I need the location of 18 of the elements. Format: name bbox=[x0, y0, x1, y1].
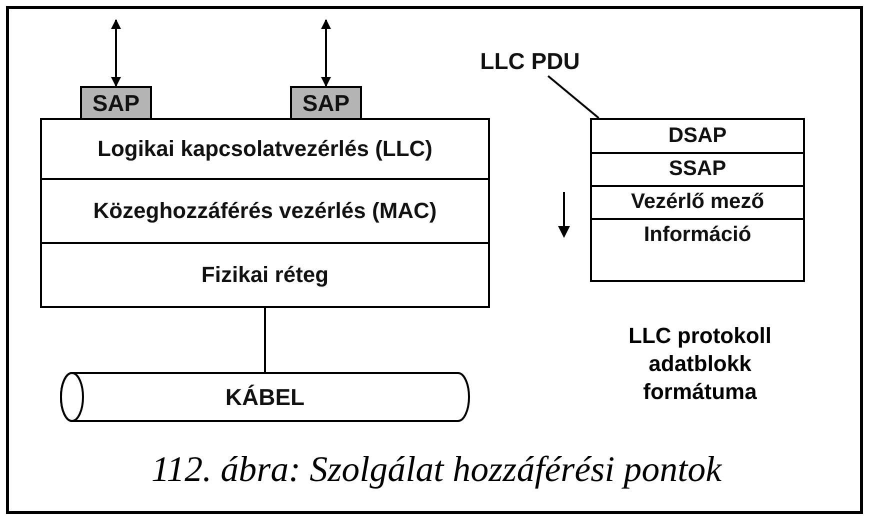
field-row: SSAP bbox=[592, 153, 803, 187]
cable-cylinder: KÁBEL bbox=[60, 372, 470, 422]
sap-box: SAP bbox=[290, 86, 362, 120]
block-format-note: LLC protokoll adatblokk formátuma bbox=[628, 322, 772, 406]
pdu-block bbox=[590, 118, 805, 282]
layer-box: Közeghozzáférés vezérlés (MAC) bbox=[40, 178, 490, 244]
leader-line bbox=[547, 75, 600, 119]
layer-box: Logikai kapcsolatvezérlés (LLC) bbox=[40, 118, 490, 180]
layer-box: Fizikai réteg bbox=[40, 242, 490, 308]
double-arrow bbox=[321, 19, 331, 87]
field-row: Vezérlő mező bbox=[592, 186, 803, 220]
connector-line bbox=[264, 308, 266, 372]
figure-caption: 112. ábra: Szolgálat hozzáférési pontok bbox=[150, 448, 724, 490]
field-row: DSAP bbox=[592, 120, 803, 154]
double-arrow bbox=[111, 19, 121, 87]
pdu-label: LLC PDU bbox=[470, 46, 590, 76]
sap-box: SAP bbox=[80, 86, 152, 120]
field-row: Információ bbox=[592, 219, 803, 251]
